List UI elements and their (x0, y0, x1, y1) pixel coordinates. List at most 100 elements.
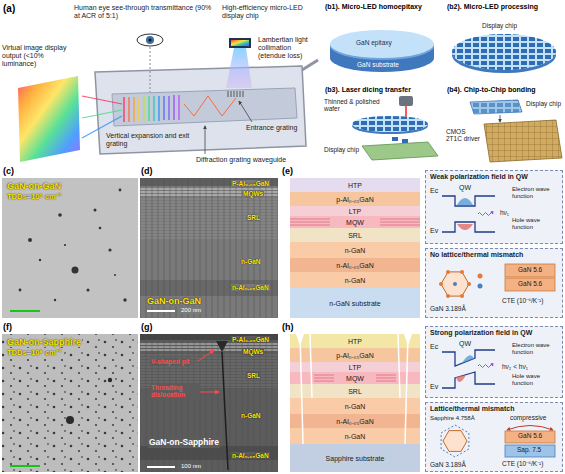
tem-image (198, 392, 219, 393)
image-label: GaN-on-Sapphire (148, 438, 220, 448)
band-diagram (441, 425, 469, 457)
panel-label: (h) (282, 322, 294, 332)
wafer-process-illustration (330, 30, 434, 58)
tem-image (123, 298, 126, 301)
layer-name: SRL (348, 232, 362, 239)
ar-glasses-illustration (229, 38, 251, 48)
annotation: Lambertian light collimation (etendue lo… (258, 36, 320, 60)
ar-glasses-illustration (234, 91, 235, 97)
part-label: Thinned & polished wafer (324, 98, 380, 113)
layer-name: SRL (348, 388, 362, 395)
layer-band: HTP (290, 334, 420, 348)
band-diagram (507, 426, 553, 431)
layer-name: p-Al₀.₀₅GaN (336, 352, 373, 359)
layer-stack (290, 414, 420, 428)
info-box: Weak polarization field in QWEcQWElectro… (425, 170, 563, 244)
layer-label: n-GaN (240, 412, 262, 419)
layer-stack (290, 225, 330, 226)
band-diagram (457, 224, 473, 230)
layer-name: n-GaN (345, 247, 366, 254)
box-text: Ec (430, 343, 438, 351)
tem-image (2, 178, 138, 318)
box-text: CTE (10⁻⁶/K⁻¹) (502, 460, 562, 467)
ar-glasses-illustration (82, 110, 122, 118)
tem-image (147, 310, 175, 312)
box-text: Hole wave function (512, 217, 562, 231)
layer-label: P-Al₀.₀₅GaN (231, 336, 270, 343)
tem-image (58, 213, 62, 217)
ar-glasses-illustration (18, 76, 80, 162)
callout: Threading dislocation (150, 384, 200, 399)
layer-stack (290, 288, 420, 318)
ar-glasses-illustration (95, 66, 306, 154)
annotation: Vertical expansion and exit grating (106, 132, 198, 148)
wafer-process-illustration (392, 137, 398, 141)
tem-image (140, 178, 278, 318)
tem-image (87, 289, 90, 292)
band-diagram (439, 270, 471, 298)
layer-stack (290, 192, 420, 206)
box-text: GaN 5.6 (518, 266, 542, 273)
layer-stack (398, 334, 400, 398)
wafer-process-illustration (470, 100, 522, 114)
ar-glasses-illustration (137, 34, 163, 46)
layer-stack (290, 222, 330, 223)
band-diagram (505, 445, 555, 457)
layer-band: p-Al₀.₀₅GaN (290, 348, 420, 362)
layer-band: n-GaN (290, 398, 420, 414)
layer-stack (290, 178, 420, 192)
tem-image (64, 244, 66, 246)
wafer-process-illustration (500, 115, 501, 122)
layer-band: p-Al₀.₀₅GaN (290, 192, 420, 206)
layer-band: MQW (290, 372, 420, 384)
layer-name: p-Al₀.₀₅GaN (336, 196, 373, 203)
ar-glasses-illustration (82, 96, 122, 104)
layer-stack (380, 219, 420, 220)
box-heading: Strong polarization field in QW (430, 329, 532, 337)
layer-stack (290, 258, 420, 272)
box-heading: No lattice/thermal mismatch (430, 251, 523, 259)
ar-glasses-illustration (123, 97, 124, 122)
band-diagram (505, 278, 555, 291)
image-label: GaN-on-Sapphire (6, 337, 82, 347)
wafer-process-illustration (330, 30, 562, 162)
tem-image (10, 310, 40, 312)
tem-image (2, 334, 138, 472)
ar-glasses-illustration (128, 97, 129, 122)
wafer-process-illustration (452, 34, 556, 70)
ar-glasses-illustration (138, 97, 139, 121)
ar-glasses-illustration (205, 126, 206, 154)
tem-image (2, 334, 138, 472)
info-box: Strong polarization field in QWEcQWElect… (425, 326, 563, 398)
wafer-process-illustration (452, 34, 556, 70)
part-label: Display chip (324, 146, 360, 153)
layer-stack (314, 375, 396, 381)
tem-image (216, 341, 228, 352)
tem-image (94, 209, 97, 212)
layer-name: Sapphire substrate (326, 455, 385, 462)
tem-image (222, 352, 228, 470)
band-diagram (446, 270, 450, 274)
layer-stack (314, 375, 334, 376)
layer-band: n-GaN (290, 428, 420, 444)
layer-stack (290, 348, 420, 362)
subpanel-title: (b2). Micro-LED processing (447, 3, 538, 11)
layer-stack (380, 225, 420, 226)
annotation: Virtual image display output (<10% lumin… (2, 44, 72, 68)
band-diagram (425, 326, 563, 398)
tem-image (198, 350, 214, 361)
band-diagram (442, 196, 495, 206)
panel-label: (c) (3, 166, 14, 176)
ar-glasses-illustration (237, 91, 238, 97)
box-text: GaN 3.189Å (430, 305, 466, 312)
callout: V-shaped pit (150, 358, 191, 365)
layer-label: MQWs (242, 190, 264, 197)
layer-stack (290, 362, 420, 372)
band-diagram (442, 222, 495, 232)
wafer-process-illustration (405, 106, 407, 118)
layer-name: n-Al₀.₀₅GaN (336, 418, 373, 425)
layer-stack (376, 381, 396, 382)
layer-stack (404, 334, 412, 346)
panel-label: (f) (3, 322, 12, 332)
ar-glasses-illustration (228, 91, 229, 97)
